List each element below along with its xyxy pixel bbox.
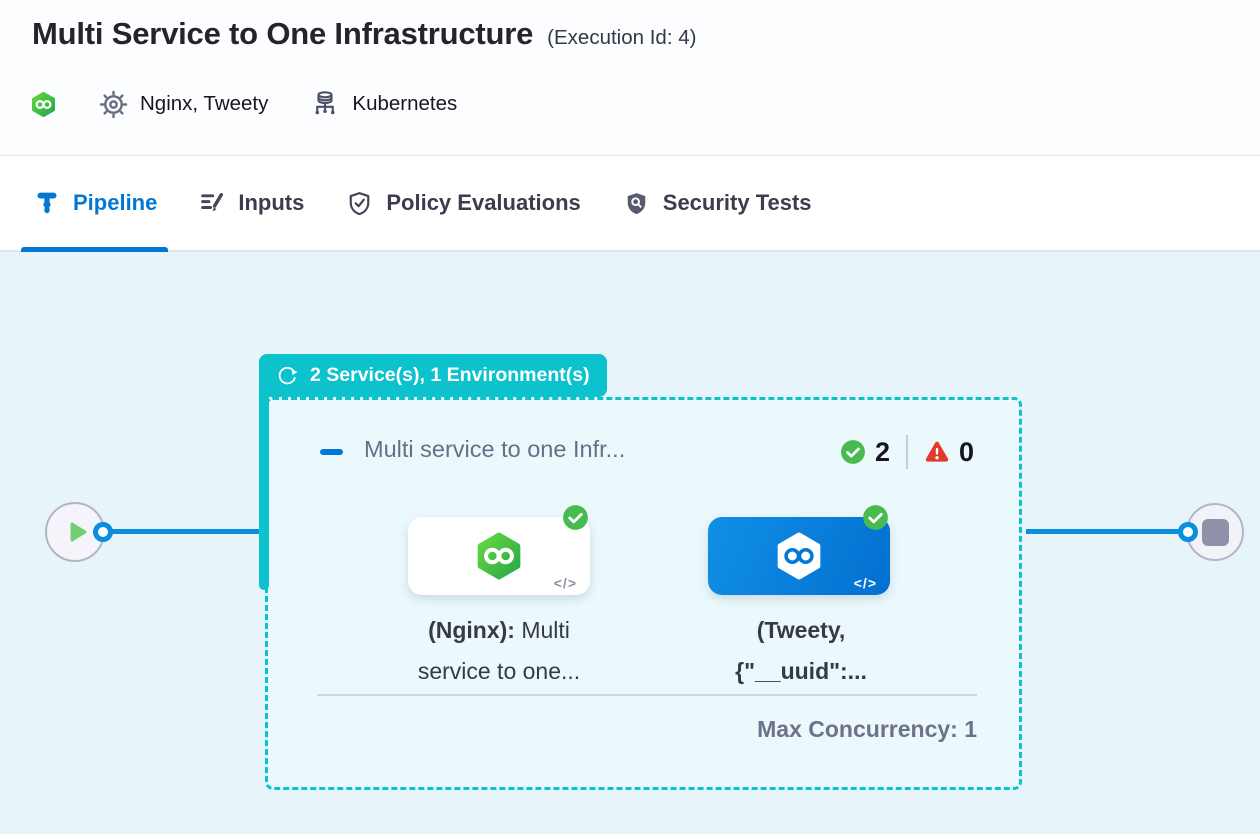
- tab-label: Pipeline: [73, 190, 158, 215]
- node-label-line1: (Tweety,: [756, 617, 846, 643]
- execution-id: (Execution Id: 4): [547, 26, 697, 49]
- success-badge-icon: [562, 504, 589, 531]
- harness-hexagon-icon: [777, 532, 821, 580]
- tab-label: Inputs: [238, 190, 305, 215]
- title-row: Multi Service to One Infrastructure (Exe…: [32, 16, 696, 52]
- tab-label: Security Tests: [662, 190, 812, 215]
- pipeline-end-node: [1186, 503, 1244, 561]
- meta-row: Nginx, Tweety Kubernetes: [30, 86, 457, 122]
- stop-icon: [1201, 518, 1229, 546]
- harness-logo-icon: [30, 91, 57, 118]
- infrastructure-name: Kubernetes: [352, 92, 458, 115]
- counts-divider: [906, 435, 909, 469]
- active-tab-underline: [21, 247, 169, 252]
- play-icon: [70, 522, 87, 542]
- services-list: Nginx, Tweety: [140, 92, 269, 115]
- code-icon: </>: [853, 575, 877, 591]
- stage-group-badge[interactable]: 2 Service(s), 1 Environment(s): [259, 354, 607, 397]
- tab-pipeline[interactable]: Pipeline: [13, 156, 178, 252]
- stage-badge-label: 2 Service(s), 1 Environment(s): [310, 364, 590, 386]
- tab-policy-evaluations[interactable]: Policy Evaluations: [325, 156, 601, 250]
- stage-status-counts: 2 0: [840, 435, 974, 469]
- infrastructure-rack-icon: [310, 89, 340, 119]
- service-node-tweety[interactable]: </>: [708, 505, 890, 595]
- success-count: 2: [875, 436, 891, 467]
- max-concurrency-label: Max Concurrency: 1: [757, 716, 977, 742]
- tab-security-tests[interactable]: Security Tests: [602, 156, 833, 250]
- connector-line-right: [1026, 529, 1181, 534]
- pipeline-icon: [34, 190, 60, 216]
- warning-triangle-icon: [924, 439, 950, 465]
- check-circle-icon: [840, 439, 866, 465]
- labels-divider: [317, 694, 977, 696]
- page-title: Multi Service to One Infrastructure: [32, 16, 534, 51]
- success-badge-icon: [862, 504, 889, 531]
- app-header: Multi Service to One Infrastructure (Exe…: [0, 0, 1260, 156]
- security-shield-icon: [623, 190, 650, 217]
- stage-container[interactable]: [265, 397, 1022, 790]
- stage-title[interactable]: Multi service to one Infr...: [364, 436, 626, 462]
- inputs-edit-icon: [199, 190, 225, 216]
- connector-line-left: [101, 529, 261, 534]
- gear-icon: [99, 90, 128, 119]
- pipeline-canvas: 2 Service(s), 1 Environment(s) Multi ser…: [0, 252, 1260, 834]
- node-label-line2: {"__uuid":...: [735, 658, 867, 684]
- loop-icon: [276, 364, 299, 387]
- node-label-nginx: (Nginx): Multi service to one...: [384, 610, 614, 692]
- node-label-line2: service to one...: [417, 658, 581, 684]
- connector-dot-left: [93, 522, 113, 542]
- service-node-nginx[interactable]: </>: [408, 505, 590, 595]
- stage-left-accent-bar: [259, 370, 269, 590]
- collapse-minus-icon[interactable]: [320, 449, 343, 455]
- harness-hexagon-icon: [477, 532, 521, 580]
- tab-inputs[interactable]: Inputs: [178, 156, 325, 250]
- connector-dot-right: [1178, 522, 1198, 542]
- node-label-tweety: (Tweety, {"__uuid":...: [686, 610, 916, 692]
- tab-bar: Pipeline Inputs Policy Evaluations: [0, 156, 1260, 252]
- node-label-line1: (Nginx): Multi: [428, 617, 570, 643]
- policy-check-shield-icon: [346, 190, 373, 217]
- code-icon: </>: [553, 575, 577, 591]
- tab-label: Policy Evaluations: [386, 190, 581, 215]
- error-count: 0: [959, 436, 975, 467]
